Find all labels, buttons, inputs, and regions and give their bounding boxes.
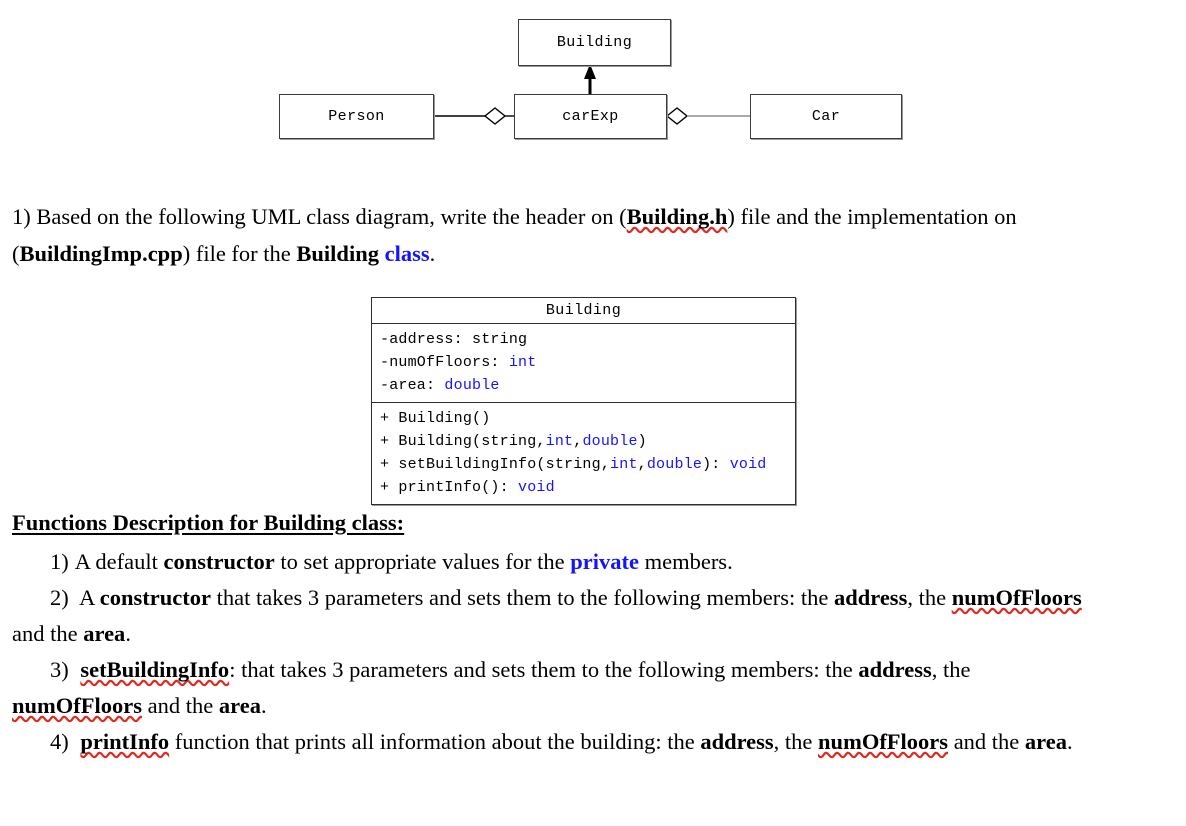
association-diagram: Building Person carExp Car <box>0 0 1186 175</box>
question-number: 1) <box>12 204 31 229</box>
text-run: : that takes 3 parameters and sets them … <box>229 657 859 682</box>
function-description-item: 3) setBuildingInfo: that takes 3 paramet… <box>12 652 1084 724</box>
text-run: that takes 3 parameters and sets them to… <box>211 585 834 610</box>
uml-class-box: Building -address: string -numOfFloors: … <box>371 297 796 505</box>
question-text-3: ) file for the <box>182 241 297 266</box>
function-description-item: 4) printInfo function that prints all in… <box>12 724 1084 760</box>
item-number: 4) <box>50 729 69 754</box>
function-description-item: 1)A default constructor to set appropria… <box>12 544 1084 580</box>
functions-description-heading: Functions Description for Building class… <box>12 510 405 535</box>
uml-operation-row: + setBuildingInfo(string,int,double): vo… <box>380 456 767 473</box>
text-run: printInfo <box>80 729 170 754</box>
text-run: A <box>74 585 100 610</box>
text-run: address <box>858 657 932 682</box>
uml-attribute-row: -address: string <box>380 331 528 348</box>
uml-class-title: Building <box>372 298 795 324</box>
text-run: function that prints all information abo… <box>169 729 701 754</box>
diagram-node-car: Car <box>750 94 902 139</box>
uml-operation-row: + printInfo(): void <box>380 479 555 496</box>
text-run: . <box>1067 729 1073 754</box>
diagram-node-carexp-label: carExp <box>562 108 619 125</box>
question-text-2: ) file and the implementation on ( <box>12 204 1017 266</box>
question-1-paragraph: 1) Based on the following UML class diag… <box>12 198 1072 272</box>
text-run: area <box>1024 729 1067 754</box>
text-run: numOfFloors <box>818 729 949 754</box>
text-run: constructor <box>163 549 275 574</box>
text-run: setBuildingInfo <box>80 657 230 682</box>
uml-attribute-row: -numOfFloors: int <box>380 354 537 371</box>
uml-operation-row: + Building(string,int,double) <box>380 433 647 450</box>
function-description-item: 2) A constructor that takes 3 parameters… <box>12 580 1084 652</box>
text-run: , the <box>773 729 819 754</box>
text-run: members. <box>638 549 733 574</box>
class-name-bold: Building <box>296 241 379 266</box>
text-run: address <box>833 585 908 610</box>
text-run: private <box>570 549 639 574</box>
diagram-node-person: Person <box>279 94 434 139</box>
question-text-1: Based on the following UML class diagram… <box>36 204 627 229</box>
diagram-node-building-label: Building <box>556 34 633 51</box>
diagram-node-person-label: Person <box>328 108 385 125</box>
text-run: address <box>700 729 774 754</box>
text-run: numOfFloors <box>951 585 1082 610</box>
uml-operation-row: + Building() <box>380 410 491 427</box>
question-period: . <box>429 241 436 266</box>
item-body: A constructor that takes 3 parameters an… <box>12 585 1082 646</box>
text-run: to set appropriate values for the <box>274 549 571 574</box>
item-body: setBuildingInfo: that takes 3 parameters… <box>12 657 971 718</box>
filename-header: Building.h <box>626 204 728 229</box>
uml-attribute-row: -area: double <box>380 377 500 394</box>
uml-attributes-compartment: -address: string -numOfFloors: int -area… <box>372 324 795 403</box>
text-run: area <box>83 621 126 646</box>
text-run: and the <box>948 729 1025 754</box>
text-run: , the <box>931 657 971 682</box>
text-run: constructor <box>99 585 211 610</box>
item-number: 1) <box>50 549 69 574</box>
text-run: and the <box>142 693 219 718</box>
item-number: 3) <box>50 657 69 682</box>
uml-operations-compartment: + Building() + Building(string,int,doubl… <box>372 403 795 504</box>
text-run: A default <box>74 549 164 574</box>
diagram-node-carexp: carExp <box>514 94 667 139</box>
text-run: . <box>125 621 131 646</box>
functions-description-list: 1)A default constructor to set appropria… <box>12 544 1084 760</box>
text-run: and the <box>12 621 84 646</box>
filename-implementation: BuildingImp.cpp <box>19 241 183 266</box>
text-run: area <box>218 693 261 718</box>
item-body: A default constructor to set appropriate… <box>75 549 733 574</box>
diagram-node-building: Building <box>518 19 671 66</box>
item-body: printInfo function that prints all infor… <box>75 729 1073 754</box>
diagram-node-car-label: Car <box>811 108 841 125</box>
text-run: numOfFloors <box>12 693 143 718</box>
class-keyword: class <box>384 241 430 266</box>
item-number: 2) <box>50 585 69 610</box>
text-run: . <box>260 693 267 718</box>
text-run: , the <box>907 585 952 610</box>
